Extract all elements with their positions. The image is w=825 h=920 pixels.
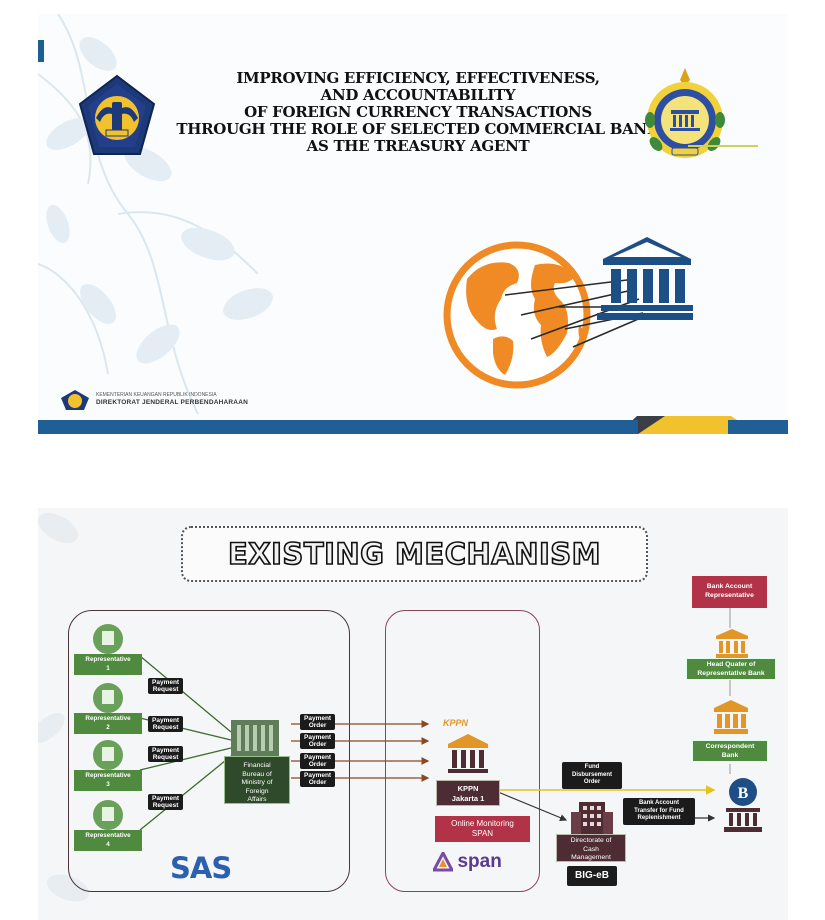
- title-line: OF FOREIGN CURRENCY TRANSACTIONS: [244, 103, 592, 121]
- kppn-building-icon: [448, 734, 488, 773]
- decorative-line: [688, 145, 758, 147]
- slide-1-title: IMPROVING EFFICIENCY, EFFECTIVENESS, AND…: [158, 70, 678, 155]
- footer-ministry-name: KEMENTERIAN KEUANGAN REPUBLIK INDONESIA: [96, 392, 217, 398]
- slide-2: EXISTING MECHANISM: [38, 508, 788, 920]
- building-icon: [93, 740, 123, 770]
- slide-1: IMPROVING EFFICIENCY, EFFECTIVENESS, AND…: [38, 14, 788, 434]
- office-tower-icon: [571, 802, 613, 834]
- building-icon: [93, 800, 123, 830]
- kppn-logo: KPPN: [443, 718, 469, 728]
- bank-indonesia-icon: B: [724, 778, 762, 832]
- kemenlu-emblem-icon: [645, 68, 725, 158]
- office-building-icon: [231, 720, 279, 756]
- big-eb-label: BIG-eB: [567, 866, 617, 886]
- ministry-emblem-small-icon: [61, 390, 89, 410]
- title-line: AS THE TREASURY AGENT: [306, 137, 530, 155]
- flow-connectors: [139, 608, 731, 831]
- slide-2-title: EXISTING MECHANISM: [227, 536, 602, 572]
- footer-directorate-name: DIREKTORAT JENDERAL PERBENDAHARAAN: [96, 399, 248, 406]
- slide-edge-tab: [38, 40, 44, 62]
- svg-text:B: B: [738, 785, 749, 802]
- floral-background-decoration: [38, 512, 90, 902]
- floral-background-decoration: [38, 14, 273, 414]
- head-quarter-bank-icon: [716, 629, 748, 658]
- footer-bar: [38, 416, 788, 434]
- correspondent-bank-icon: [714, 700, 748, 734]
- title-banner: EXISTING MECHANISM: [181, 526, 648, 582]
- building-icon: [93, 624, 123, 654]
- building-icon: [93, 683, 123, 713]
- financial-bureau-label: Financial Bureau of Ministry of Foreign …: [224, 756, 290, 804]
- title-line: IMPROVING EFFICIENCY, EFFECTIVENESS,: [236, 69, 600, 87]
- ministry-emblem-icon: [78, 74, 156, 155]
- kppn-group-box: [385, 610, 540, 892]
- span-triangle-icon: [431, 849, 455, 872]
- globe-icon: [443, 237, 693, 389]
- span-logo: span: [431, 849, 502, 873]
- title-line: AND ACCOUNTABILITY: [320, 86, 516, 104]
- title-line: THROUGH THE ROLE OF SELECTED COMMERCIAL …: [176, 120, 660, 138]
- bank-building-icon: [597, 237, 693, 320]
- span-logo-text: span: [457, 851, 502, 872]
- ministry-group-box: [68, 610, 350, 892]
- sas-logo: SAS: [170, 851, 232, 885]
